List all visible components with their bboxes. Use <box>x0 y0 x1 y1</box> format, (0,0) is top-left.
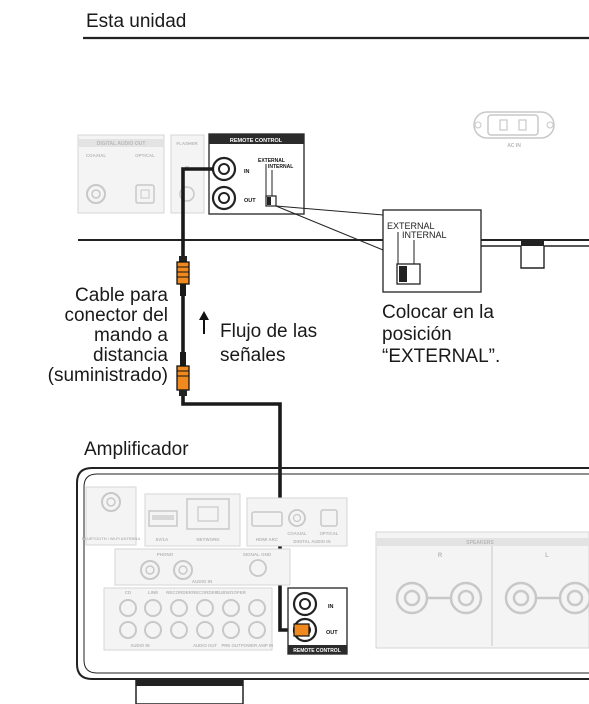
amp-label-out: OUT <box>326 630 338 636</box>
amp-label-cd: CD <box>125 590 132 595</box>
amp-plug <box>293 623 310 637</box>
amp-label-power-amp-in: POWER AMP IN <box>241 643 273 648</box>
amp-label-remote-control: REMOTE CONTROL <box>293 648 341 654</box>
unit-label-internal: INTERNAL <box>268 164 293 170</box>
switch-instruction-line-2: posición <box>382 324 452 345</box>
unit-label-out: OUT <box>244 198 256 204</box>
amp-label-line: LINE <box>148 590 158 595</box>
unit-title: Esta unidad <box>86 11 187 32</box>
callout-label-internal: INTERNAL <box>402 230 447 240</box>
cable-label-line-4: distancia <box>93 345 168 366</box>
amp-usb-network: 5V/1A NETWORK <box>144 493 241 547</box>
amp-remote-control-panel: IN OUT REMOTE CONTROL <box>287 587 348 655</box>
amp-label-phono: PHONO <box>157 552 174 557</box>
amp-label-speakers: SPEAKERS <box>466 540 494 546</box>
unit-flasher-panel: FLASHER IR <box>170 134 205 214</box>
unit-label-remote-control: REMOTE CONTROL <box>230 138 283 144</box>
amp-label-audio-out: AUDIO OUT <box>193 643 217 648</box>
amp-label-hdmi-arc: HDMI ARC <box>256 537 279 542</box>
unit-optical-jack <box>135 184 155 204</box>
amplifier-foot <box>135 680 244 704</box>
unit-remote-in-jack <box>211 156 237 182</box>
amp-label-signal-gnd: SIGNAL GND <box>243 552 272 557</box>
amp-hdmi-digital: HDMI ARC COAXIAL OPTICAL DIGITAL AUDIO I… <box>246 497 348 547</box>
unit-label-external: EXTERNAL <box>258 158 285 164</box>
cable-label-line-1: Cable para <box>75 285 168 306</box>
signal-flow-arrow <box>199 311 209 334</box>
switch-instruction-line-1: Colocar en la <box>382 302 494 323</box>
amp-label-optical: OPTICAL <box>320 531 339 536</box>
amp-label-antenna: BLUETOOTH / Wi-Fi ANTENNA <box>82 536 141 541</box>
unit-label-coaxial: COAXIAL <box>86 153 107 158</box>
amp-analog-inputs: CD LINE RECORDER RECORDER SUBWOOFER AUDI… <box>103 587 273 651</box>
unit-ir-jack <box>179 186 195 202</box>
cable-plug-bottom <box>176 365 190 391</box>
amp-remote-in-jack <box>292 591 318 617</box>
cable-label-line-5: (suministrado) <box>47 365 168 386</box>
switch-callout: EXTERNAL INTERNAL <box>275 205 482 293</box>
amp-speakers-panel: SPEAKERS R L <box>375 531 589 649</box>
callout-label-external: EXTERNAL <box>387 221 435 231</box>
signal-flow-line-1: Flujo de las <box>220 321 318 342</box>
cable-plug-top <box>176 261 190 285</box>
unit-label-optical: OPTICAL <box>135 153 155 158</box>
amp-label-r: R <box>438 553 443 559</box>
cable-label: Cable para conector del mando a distanci… <box>2 286 168 386</box>
amp-label-usb: 5V/1A <box>156 537 169 542</box>
amp-label-digital-audio-in: DIGITAL AUDIO IN <box>293 539 330 544</box>
unit-label-flasher: FLASHER <box>176 141 198 146</box>
unit-ac-in: AC IN <box>473 111 555 149</box>
switch-instruction-line-3: “EXTERNAL”. <box>382 346 501 367</box>
amp-label-subwoofer: SUBWOOFER <box>216 590 246 595</box>
amp-label-recorder: RECORDER <box>166 590 193 595</box>
amp-phono: PHONO SIGNAL GND AUDIO IN <box>114 548 291 586</box>
unit-remote-control-panel: REMOTE CONTROL IN OUT EXTERNAL INTERNAL <box>208 133 305 215</box>
amplifier-outline <box>76 467 589 680</box>
amp-label-coaxial: COAXIAL <box>287 531 307 536</box>
unit-foot <box>481 245 589 269</box>
amp-label-in: IN <box>328 604 334 610</box>
amp-label-recorder-out: RECORDER <box>192 590 219 595</box>
unit-digital-audio-out-panel: DIGITAL AUDIO OUT COAXIAL OPTICAL <box>77 134 165 214</box>
amp-label-network: NETWORK <box>196 537 220 542</box>
unit-remote-out-jack <box>211 185 237 211</box>
amp-antenna: BLUETOOTH / Wi-Fi ANTENNA <box>82 486 141 546</box>
signal-flow-line-2: señales <box>220 345 286 366</box>
unit-label-ac-in: AC IN <box>507 143 521 149</box>
cable-label-line-2: conector del <box>64 305 168 326</box>
amp-label-pre-out: PRE OUT <box>221 643 240 648</box>
switch-instruction: Colocar en la posición “EXTERNAL”. <box>382 302 500 368</box>
unit-label-in: IN <box>244 169 250 175</box>
cable-label-line-3: mando a <box>94 325 168 346</box>
amp-label-audio-in-bottom: AUDIO IN <box>130 643 149 648</box>
amp-label-l: L <box>545 553 549 559</box>
signal-flow-label: Flujo de las señales <box>220 320 317 368</box>
unit-label-digital-audio-out: DIGITAL AUDIO OUT <box>97 141 146 147</box>
unit-coaxial-jack <box>86 184 106 204</box>
amp-label-audio-in: AUDIO IN <box>192 579 212 584</box>
amplifier-title: Amplificador <box>84 439 189 460</box>
